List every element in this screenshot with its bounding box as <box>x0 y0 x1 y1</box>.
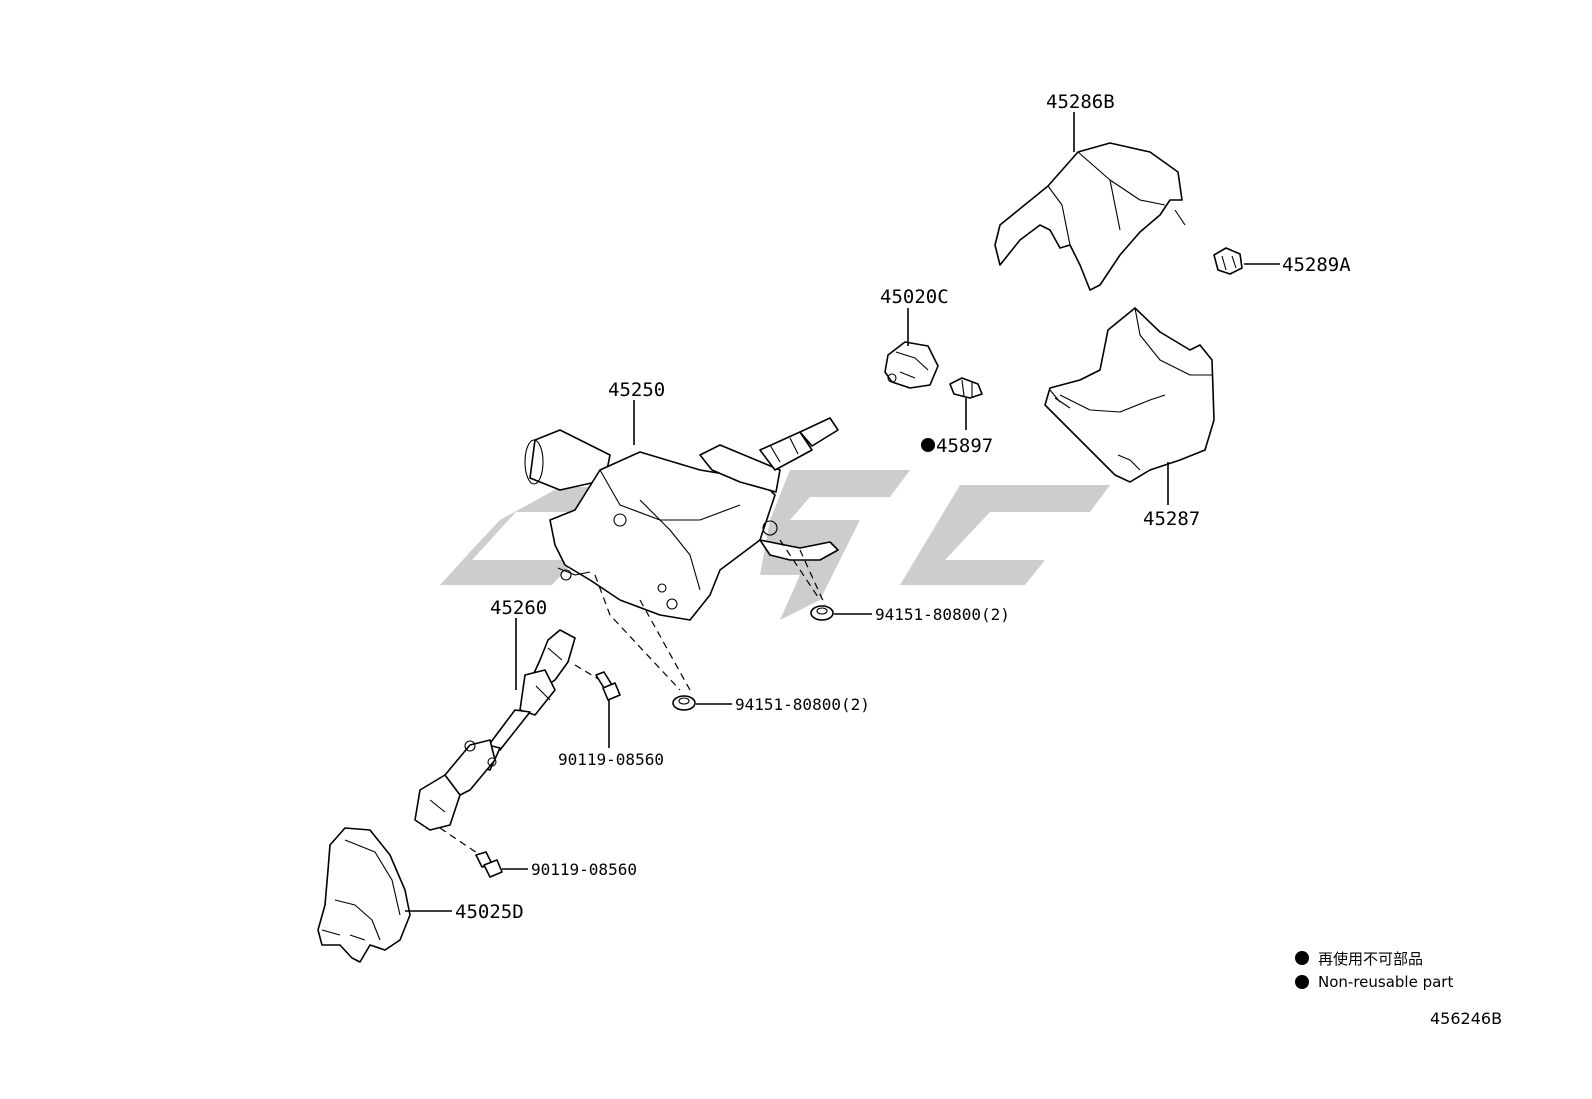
dash-line-nut-a <box>779 539 821 601</box>
dash-line-nut-a2 <box>799 549 826 606</box>
legend-text-jp: 再使用不可部品 <box>1318 950 1423 968</box>
figure-code: 456246B <box>1430 1009 1502 1028</box>
part-label-94151-a[interactable]: 94151-80800(2) <box>875 605 1010 624</box>
upper-column-cover-part[interactable] <box>994 142 1186 291</box>
intermediate-shaft-part[interactable] <box>414 629 576 831</box>
legend: 再使用不可部品 Non-reusable part <box>1295 950 1453 991</box>
part-label-45289A[interactable]: 45289A <box>1282 254 1351 276</box>
legend-text-en: Non-reusable part <box>1318 973 1453 991</box>
part-label-45020C[interactable]: 45020C <box>880 286 949 308</box>
switch-part[interactable] <box>884 341 939 389</box>
dash-line-bolt-a <box>574 664 601 681</box>
steering-column-assembly-part[interactable] <box>524 417 839 621</box>
bolt-part-b[interactable] <box>475 851 503 878</box>
dash-line-bolt-b <box>439 827 481 856</box>
part-label-90119-a[interactable]: 90119-08560 <box>558 750 664 769</box>
bolt-part-a[interactable] <box>595 671 621 701</box>
dash-line-nut-b2 <box>639 599 691 691</box>
pin-part[interactable] <box>949 377 983 399</box>
part-label-45897[interactable]: 45897 <box>936 435 993 457</box>
part-label-45260[interactable]: 45260 <box>490 597 547 619</box>
part-label-45025D[interactable]: 45025D <box>455 901 524 923</box>
part-label-45287[interactable]: 45287 <box>1143 508 1200 530</box>
nut-part-b[interactable] <box>672 695 696 711</box>
clip-part[interactable] <box>1213 247 1243 275</box>
part-label-45250[interactable]: 45250 <box>608 379 665 401</box>
part-label-90119-b[interactable]: 90119-08560 <box>531 860 637 879</box>
legend-dot-en <box>1295 975 1309 989</box>
non-reusable-dot-45897 <box>921 438 935 452</box>
boot-seal-part[interactable] <box>317 827 411 963</box>
part-label-45286B[interactable]: 45286B <box>1046 91 1115 113</box>
nut-part-a[interactable] <box>810 605 834 621</box>
lower-column-cover-part[interactable] <box>1044 307 1215 483</box>
part-label-94151-b[interactable]: 94151-80800(2) <box>735 695 870 714</box>
dash-line-nut-b <box>594 574 681 691</box>
legend-dot-jp <box>1295 951 1309 965</box>
